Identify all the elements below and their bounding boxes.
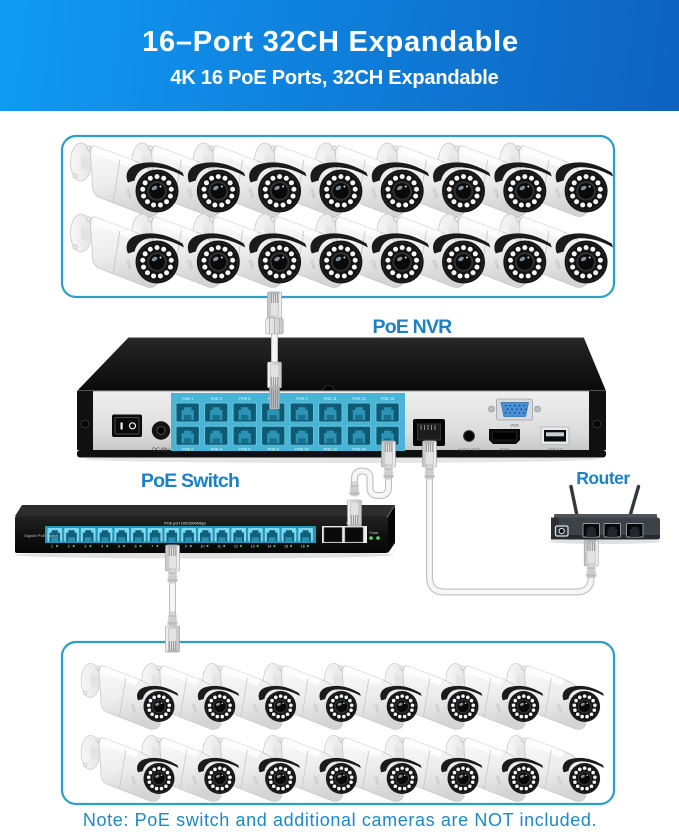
svg-text:10: 10 <box>201 545 205 549</box>
svg-text:VGA: VGA <box>510 423 519 428</box>
svg-text:16: 16 <box>301 545 305 549</box>
svg-text:PoE Switch: PoE Switch <box>141 470 239 492</box>
svg-text:POE 4: POE 4 <box>211 447 222 451</box>
svg-text:4: 4 <box>101 545 103 549</box>
svg-text:POE 12: POE 12 <box>324 447 337 451</box>
svg-text:Gigabit PoE Switch: Gigabit PoE Switch <box>24 533 58 538</box>
svg-text:USB 3.0: USB 3.0 <box>548 447 564 452</box>
svg-text:7: 7 <box>151 545 153 549</box>
svg-text:POE 1: POE 1 <box>182 397 193 401</box>
svg-text:11: 11 <box>217 545 221 549</box>
svg-text:DC48V: DC48V <box>152 448 170 454</box>
svg-text:POE 11: POE 11 <box>324 397 337 401</box>
svg-text:9: 9 <box>185 545 187 549</box>
svg-text:PoE NVR: PoE NVR <box>373 316 453 338</box>
svg-text:2: 2 <box>68 545 70 549</box>
svg-text:Power: Power <box>369 531 379 535</box>
svg-text:1: 1 <box>51 545 53 549</box>
svg-text:POE 14: POE 14 <box>352 447 365 451</box>
svg-text:POE 9: POE 9 <box>296 397 307 401</box>
svg-text:13: 13 <box>251 545 255 549</box>
svg-text:POE 3: POE 3 <box>211 397 222 401</box>
svg-text:5: 5 <box>118 545 120 549</box>
svg-text:14: 14 <box>267 545 271 549</box>
svg-text:POE 6: POE 6 <box>239 447 250 451</box>
svg-text:POE 2: POE 2 <box>182 447 193 451</box>
svg-text:POE port 100/1000Mbps: POE port 100/1000Mbps <box>164 522 206 526</box>
svg-text:POE 8: POE 8 <box>268 447 279 451</box>
svg-text:AUDIO OUT: AUDIO OUT <box>458 447 481 452</box>
svg-text:POE 13: POE 13 <box>352 397 365 401</box>
svg-text:6: 6 <box>135 545 137 549</box>
svg-text:Note: PoE switch and additiona: Note: PoE switch and additional cameras … <box>83 810 597 830</box>
svg-text:3: 3 <box>84 545 86 549</box>
svg-text:POE 10: POE 10 <box>295 447 308 451</box>
svg-text:15: 15 <box>284 545 288 549</box>
svg-text:Router: Router <box>576 468 630 488</box>
svg-text:HDMI: HDMI <box>499 447 509 452</box>
svg-text:POE 15: POE 15 <box>381 397 394 401</box>
svg-text:POE 5: POE 5 <box>239 397 250 401</box>
svg-text:12: 12 <box>234 545 238 549</box>
